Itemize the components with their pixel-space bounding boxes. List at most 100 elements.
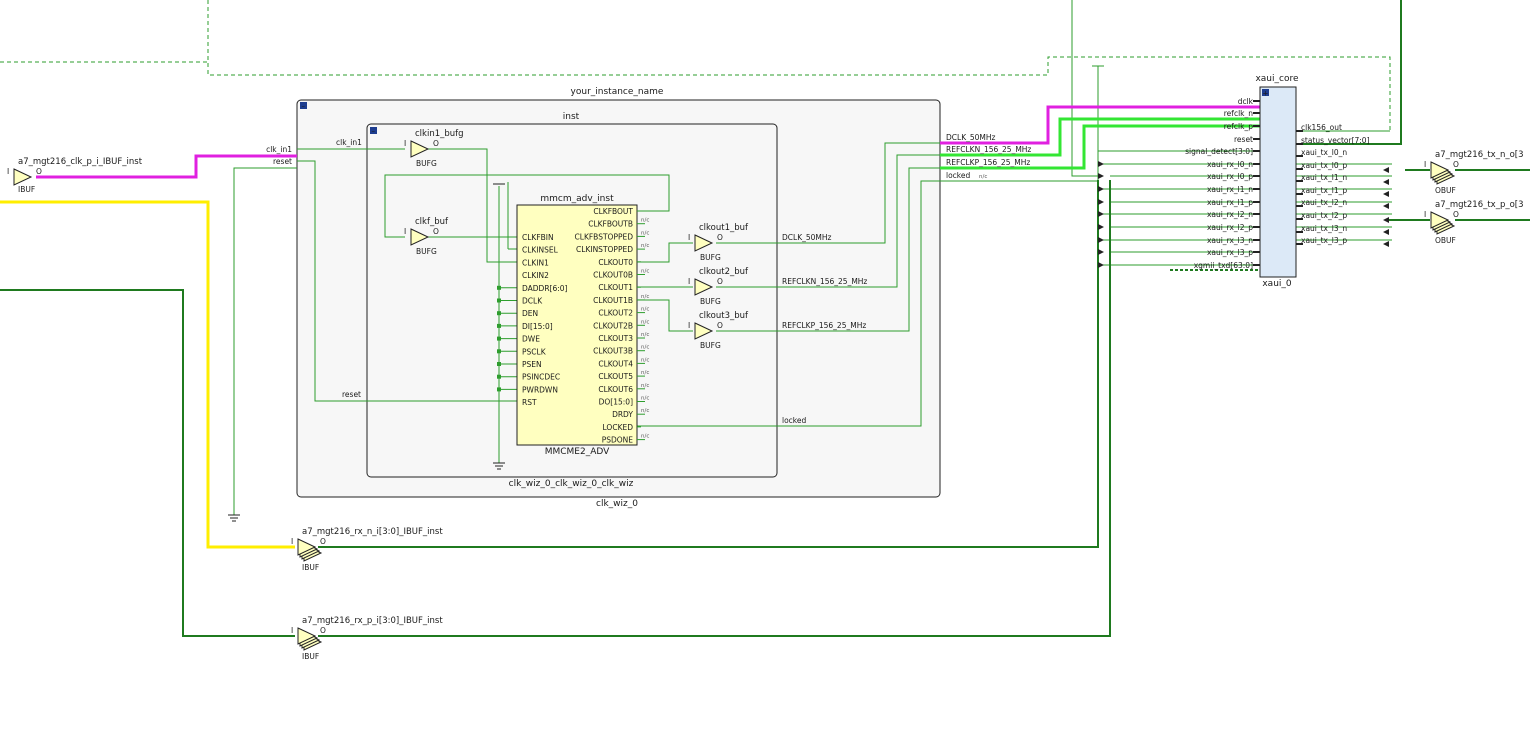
xaui-in-pin: xaui_rx_l1_n [1207, 185, 1253, 194]
expand-icon[interactable] [1262, 89, 1269, 96]
arrow-marker [1383, 179, 1389, 185]
xaui-instance: xaui_0 [1262, 279, 1292, 289]
mmcm-out-pin: CLKOUT1B [593, 296, 633, 305]
iobuf-in-pin: I [1424, 160, 1426, 169]
arrow-marker [1098, 211, 1104, 217]
bufg-in-pin: I [404, 227, 406, 236]
xaui-in-pin: dclk [1238, 97, 1254, 106]
bufg-instance-name: clkout1_buf [699, 223, 749, 233]
bufg-in-pin: I [688, 233, 690, 242]
mmcm-out-pin: CLKOUT5 [598, 372, 633, 381]
port-locked: locked [946, 171, 970, 180]
xaui-out-pin: xaui_tx_l1_p [1301, 186, 1347, 195]
mmcm-in-pin: CLKFBIN [522, 233, 554, 242]
xaui-type: xaui_core [1255, 74, 1299, 84]
xaui-out-pin: xaui_tx_l1_n [1301, 173, 1347, 182]
iobuf-in-pin: I [291, 537, 293, 546]
xaui-in-pin: refclk_n [1224, 109, 1253, 118]
outer-module-name: clk_wiz_0 [596, 499, 638, 509]
port-locked-nc: n/c [979, 174, 987, 180]
mmcm-in-pin: CLKIN1 [522, 258, 549, 267]
xaui-in-pin: signal_detect[3:0] [1185, 147, 1253, 156]
mmcm-type: MMCME2_ADV [545, 447, 610, 457]
iobuf-out-pin: O [1453, 210, 1459, 219]
net-reset: reset [342, 390, 361, 399]
xaui-in-pin: xaui_rx_l3_p [1207, 248, 1253, 257]
bufg-out-pin: O [433, 139, 439, 148]
bufg-in-pin: I [688, 321, 690, 330]
nc-label: n/c [641, 434, 649, 440]
bufg-type: BUFG [700, 253, 721, 262]
xaui-left-pins: dclkrefclk_nrefclk_presetsignal_detect[3… [1185, 97, 1260, 270]
arrow-marker [1383, 203, 1389, 209]
iobuf-instance-name: a7_mgt216_rx_p_i[3:0]_IBUF_inst [302, 616, 443, 626]
collapse-icon-glyph: – [372, 127, 376, 135]
mmcm-in-pin: DCLK [522, 297, 543, 306]
mmcm-in-pin: RST [522, 398, 537, 407]
collapse-icon[interactable] [300, 102, 307, 109]
mmcm-out-pin: CLKOUT2 [598, 309, 633, 318]
mmcm-block[interactable]: mmcm_adv_inst MMCME2_ADV CLKFBINCLKINSEL… [516, 194, 649, 457]
inner-module-name: clk_wiz_0_clk_wiz_0_clk_wiz [509, 479, 634, 489]
net-dclk: DCLK_50MHz [782, 233, 832, 242]
nc-label: n/c [641, 230, 649, 236]
xaui-in-pin: xaui_rx_l1_p [1207, 198, 1253, 207]
bufg-instance-name: clkout2_buf [699, 267, 749, 277]
iobuf-out-pin: O [1453, 160, 1459, 169]
mmcm-in-pin: DADDR[6:0] [522, 284, 568, 293]
mmcm-in-pin: CLKINSEL [522, 246, 559, 255]
xaui-in-pin: xaui_rx_l2_p [1207, 223, 1253, 232]
iobuf-in-pin: I [7, 167, 9, 176]
collapse-icon[interactable] [370, 127, 377, 134]
port-refclkn: REFCLKN_156_25_MHz [946, 145, 1031, 154]
nc-label: n/c [641, 218, 649, 224]
arrow-marker [1098, 199, 1104, 205]
iobuf-type: IBUF [302, 563, 319, 572]
tie-dot [497, 311, 501, 316]
bufg-type: BUFG [416, 159, 437, 168]
net-clk-in1: clk_in1 [336, 138, 362, 147]
mmcm-out-pin: PSDONE [602, 436, 634, 445]
xaui-in-pin: xaui_rx_l0_n [1207, 160, 1253, 169]
arrow-marker [1383, 229, 1389, 235]
dashed-hierarchy-outline [0, 0, 1391, 132]
arrow-marker [1098, 161, 1104, 167]
mmcm-in-pin: PWRDWN [522, 385, 558, 394]
iobuf-in-pin: I [291, 626, 293, 635]
xaui-in-pin: reset [1234, 135, 1253, 144]
mmcm-in-pin: CLKIN2 [522, 271, 549, 280]
tie-dots [497, 285, 517, 392]
nc-label: n/c [641, 345, 649, 351]
mmcm-out-pin: CLKFBOUTB [588, 220, 633, 229]
xaui-out-pin: xaui_tx_l0_n [1301, 148, 1347, 157]
nc-label: n/c [641, 307, 649, 313]
bufg-out-pin: O [433, 227, 439, 236]
tie-dot [497, 323, 501, 328]
mmcm-out-pin: CLKOUT0B [593, 271, 633, 280]
tie-dot [497, 374, 501, 379]
nc-label: n/c [641, 383, 649, 389]
xaui-right-pins: clk156_outstatus_vector[7:0]xaui_tx_l0_n… [1296, 123, 1370, 245]
bufg-out-pin: O [717, 277, 723, 286]
outer-instance-name: your_instance_name [571, 87, 664, 97]
bufg-type: BUFG [416, 247, 437, 256]
mmcm-in-pin: PSINCDEC [522, 373, 560, 382]
mmcm-in-pin: PSCLK [522, 347, 547, 356]
inner-instance-name: inst [563, 112, 580, 122]
iobuf-type: OBUF [1435, 186, 1456, 195]
arrow-marker [1098, 237, 1104, 243]
iobuf-instance-name: a7_mgt216_rx_n_i[3:0]_IBUF_inst [302, 527, 443, 537]
xaui-core-block[interactable]: xaui_core + xaui_0 dclkrefclk_nrefclk_pr… [1185, 74, 1369, 289]
